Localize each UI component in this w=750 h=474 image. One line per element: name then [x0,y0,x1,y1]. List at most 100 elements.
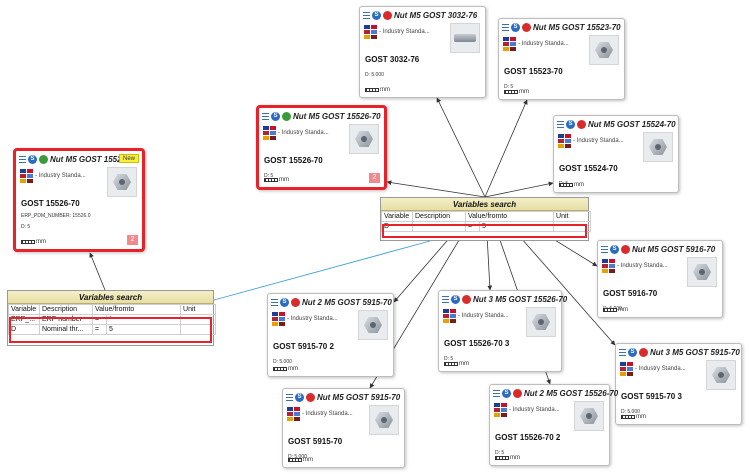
unit-indicator: mm [444,361,469,367]
flag-swatch [602,264,608,268]
menu-icon[interactable] [502,24,509,31]
menu-icon[interactable] [19,156,26,163]
cell-variable[interactable]: D [381,221,413,232]
flag-swatch [494,403,500,407]
part-thumbnail [643,132,673,162]
edge-to-c2 [484,99,528,198]
table-row[interactable]: D = 5 [381,221,592,232]
part-thumbnail [589,35,619,65]
unit-indicator: mm [559,182,584,188]
flag-swatch [627,372,633,376]
card-title: Nut M5 GOST 5916-70 [632,245,716,254]
flag-swatch [294,412,300,416]
flag-swatch [279,312,285,316]
cell-value[interactable]: * [105,314,182,325]
category-label: - Industry Standa... [635,366,686,372]
flag-swatch [558,139,564,143]
category-label: - Industry Standa... [518,41,569,47]
card-title: Nut M5 GOST 15526-70 [50,155,138,164]
flag-swatch [620,367,626,371]
part-thumbnail [369,405,399,435]
cell-unit[interactable] [553,221,592,232]
cell-variable[interactable]: D [8,324,40,335]
source-icon: S [28,155,37,164]
edge-to-c4 [484,181,554,198]
source-icon: S [628,348,637,357]
flag-swatch [287,412,293,416]
card-title: Nut M5 GOST 3032-76 [394,11,478,20]
cell-variable[interactable]: ERP_... [8,314,40,325]
cell-value[interactable]: 5 [105,324,182,335]
status-icon [462,295,471,304]
flag-swatch [272,312,278,316]
dimension-value: D: 5.000 [365,72,384,78]
menu-icon[interactable] [442,296,449,303]
menu-icon[interactable] [363,12,370,19]
variables-search-panel-main[interactable]: Variables search Variable Description Va… [380,197,592,241]
nut-icon [649,139,667,155]
dimension-value: D: 5.000 [288,454,307,460]
cell-unit[interactable] [180,324,217,335]
menu-icon[interactable] [557,121,564,128]
menu-icon[interactable] [262,113,269,120]
edge-to-c1 [436,97,486,198]
menu-icon[interactable] [271,299,278,306]
cell-description[interactable]: Nominal thr... [39,324,93,335]
part-name: GOST 15526-70 2 [495,433,561,442]
cell-operator[interactable]: = [92,314,107,325]
category-label: - Industry Standa... [509,407,560,413]
cell-operator[interactable]: = [465,221,480,232]
menu-icon[interactable] [601,246,608,253]
card-title: Nut 2 M5 GOST 5915-70 [302,298,392,307]
ruler-icon [365,88,379,92]
unit-indicator: mm [273,366,298,372]
cell-description[interactable] [412,221,466,232]
flag-swatch [443,319,449,323]
cell-value[interactable]: 5 [478,221,555,232]
nut-icon [375,412,393,428]
col-header: Variable [8,304,40,315]
variables-table: Variable Description Value/fromto Unit D… [381,211,592,232]
nut-icon [364,317,382,333]
source-icon: S [610,245,619,254]
menu-icon[interactable] [286,394,293,401]
table-row[interactable]: D Nominal thr... = 5 [8,324,217,335]
flag-swatch [565,144,571,148]
menu-icon[interactable] [493,390,500,397]
variables-search-panel-left[interactable]: Variables search Variable Description Va… [7,290,217,346]
unit-label: mm [288,366,298,372]
cell-operator[interactable]: = [92,324,107,335]
flag-swatch [27,179,33,183]
source-icon: S [295,393,304,402]
flag-swatch [450,314,456,318]
flag-swatch [294,417,300,421]
cell-description[interactable]: ERP number [39,314,93,325]
flag-swatch [510,37,516,41]
cell-unit[interactable] [180,314,217,325]
flag-swatch [609,264,615,268]
part-name: GOST 15526-70 [264,156,323,165]
status-icon [383,11,392,20]
col-header: Description [39,304,93,315]
category-label: - Industry Standa... [573,138,624,144]
status-icon [639,348,648,357]
ruler-icon [603,308,617,312]
table-row[interactable]: ERP_... ERP number = * [8,314,217,325]
col-header: Value/fromto [91,304,182,315]
menu-icon[interactable] [619,349,626,356]
source-icon: S [280,298,289,307]
flag-swatch [510,47,516,51]
